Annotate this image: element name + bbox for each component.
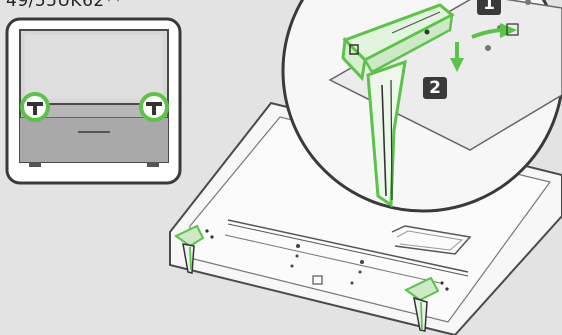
inset-tv-front-view [7,19,180,183]
step-2-badge: 2 [423,77,447,99]
inset-left-stand-marker [22,94,48,120]
step-1-badge: 1 [477,0,501,15]
model-number-label: 49/55UK62** [6,0,123,11]
inset-right-stand-marker [141,94,167,120]
